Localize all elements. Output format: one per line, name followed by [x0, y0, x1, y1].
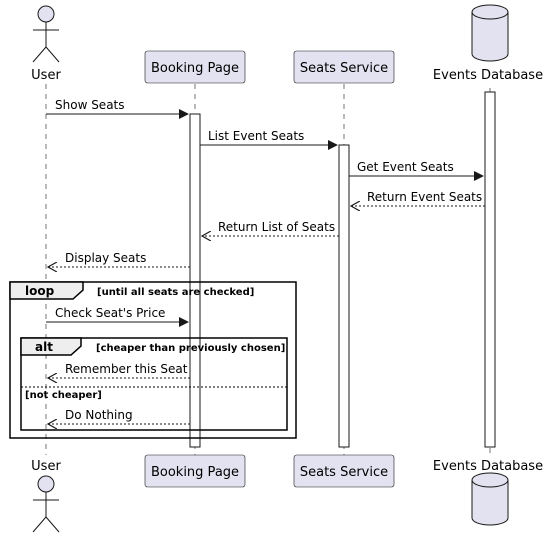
actor-icon — [32, 475, 60, 533]
message-label-get-event-seats: Get Event Seats — [357, 160, 454, 174]
loop-frame-header — [9, 281, 84, 300]
participant-label-events-database: Events Database — [433, 68, 543, 83]
participant-box — [144, 50, 246, 84]
actor-icon — [32, 5, 60, 63]
participant-box — [144, 454, 246, 488]
alt-keyword: alt — [35, 340, 53, 354]
messages — [46, 109, 485, 424]
message-label-return-list-of-seats: Return List of Seats — [218, 220, 335, 234]
loop-frame-border — [9, 281, 297, 439]
alt-frame: alt [cheaper than previously chosen] [no… — [20, 337, 288, 431]
alt-else-guard: [not cheaper] — [25, 390, 102, 401]
message-labels: Show Seats List Event Seats Get Event Se… — [55, 98, 482, 422]
participant-box — [293, 50, 395, 84]
participant-label-user: User — [31, 68, 61, 83]
message-label-list-event-seats: List Event Seats — [208, 129, 304, 143]
activations — [189, 91, 496, 448]
message-label-return-event-seats: Return Event Seats — [367, 190, 482, 204]
database-icon — [471, 472, 509, 526]
alt-guard: [cheaper than previously chosen] — [96, 343, 285, 354]
participant-user-bottom: User — [31, 459, 61, 533]
participant-label-booking-page: Booking Page — [151, 61, 239, 76]
activation-events-database — [484, 91, 496, 448]
participant-events-database-bottom: Events Database — [433, 459, 543, 526]
participant-label-user: User — [31, 459, 61, 474]
participant-seats-service-bottom: Seats Service — [293, 454, 395, 488]
loop-guard: [until all seats are checked] — [97, 287, 254, 298]
loop-keyword: loop — [25, 284, 55, 298]
participant-seats-service-top: Seats Service — [293, 50, 395, 84]
participant-label-booking-page: Booking Page — [151, 465, 239, 480]
participant-user-top: User — [31, 5, 61, 83]
message-label-show-seats: Show Seats — [55, 98, 125, 112]
alt-frame-border — [20, 337, 288, 431]
message-label-display-seats: Display Seats — [65, 251, 146, 265]
participant-booking-page-top: Booking Page — [144, 50, 246, 84]
message-label-check-seats-price: Check Seat's Price — [55, 306, 165, 320]
activation-seats-service — [338, 144, 350, 448]
message-label-do-nothing: Do Nothing — [65, 408, 133, 422]
participant-box — [293, 454, 395, 488]
participant-label-seats-service: Seats Service — [300, 465, 388, 480]
participant-label-seats-service: Seats Service — [300, 61, 388, 76]
participant-label-events-database: Events Database — [433, 459, 543, 474]
participant-booking-page-bottom: Booking Page — [144, 454, 246, 488]
alt-frame-header — [20, 337, 82, 356]
database-icon — [471, 4, 509, 62]
activation-booking-page — [189, 113, 201, 448]
message-label-remember-this-seat: Remember this Seat — [65, 362, 188, 376]
participant-events-database-top: Events Database — [433, 4, 543, 83]
loop-frame: loop [until all seats are checked] — [9, 281, 297, 439]
